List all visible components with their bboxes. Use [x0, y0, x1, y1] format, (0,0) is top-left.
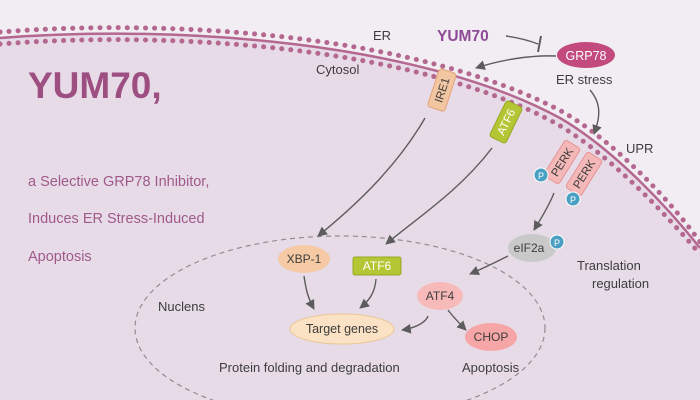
label-nucleus: Nuclens: [158, 299, 205, 314]
phospho-label-eif2a: P: [554, 238, 560, 248]
label-apoptosis: Apoptosis: [462, 360, 520, 375]
arrow-atf4-chop: [447, 309, 467, 331]
xbp1-node: [278, 245, 330, 273]
grp78-node: [557, 42, 615, 68]
target-genes-label: Target genes: [306, 322, 378, 336]
arrow-eif2a-atf4: [469, 255, 509, 276]
atf4-node: [417, 282, 463, 310]
subtitle-line-2: Induces ER Stress-Induced: [28, 211, 205, 227]
phospho-marker-perk-b: [565, 191, 581, 207]
atf6-membrane-receptor: ATF6: [489, 100, 523, 144]
label-protein-folding: Protein folding and degradation: [219, 360, 400, 375]
er-membrane-inner: [0, 37, 700, 257]
phospho-marker-perk-a: [533, 167, 549, 183]
eif2a-label: eIF2a: [514, 241, 545, 255]
subtitle-line-1: a Selective GRP78 Inhibitor,: [28, 174, 209, 190]
arrow-xbp1-target: [303, 275, 315, 310]
ire1-receptor: IRE1: [427, 68, 457, 112]
label-yum70: YUM70: [437, 28, 489, 45]
arrow-atf6-target: [359, 278, 377, 309]
atf6-nuclear-label: ATF6: [363, 259, 392, 273]
arrow-atf6-nuclear: [385, 147, 493, 245]
eif2a-node: [508, 234, 556, 262]
phospho-marker-eif2a: [549, 234, 565, 250]
arrow-yum70-grp78: [505, 35, 539, 45]
arrow-ire1-xbp1: [317, 117, 426, 237]
atf6-nuclear-node: [352, 256, 402, 276]
arrow-atf4-target: [401, 315, 429, 334]
label-upr: UPR: [626, 141, 653, 156]
xbp1-label: XBP-1: [287, 252, 322, 266]
arrow-perk-eif2a: [533, 192, 555, 231]
grp78-label: GRP78: [566, 49, 607, 63]
page-title: YUM70,: [28, 65, 162, 106]
inhibit-bar-grp78: [537, 35, 542, 53]
arrow-erstress-upr: [589, 89, 602, 135]
label-cytosol: Cytosol: [316, 62, 359, 77]
label-regulation: regulation: [592, 276, 649, 291]
label-er-stress: ER stress: [556, 72, 613, 87]
target-genes-node: [289, 313, 395, 345]
chop-node: [465, 323, 517, 351]
label-translation: Translation: [577, 258, 641, 273]
er-membrane: [0, 32, 700, 249]
phospho-label-perk-b: P: [570, 195, 576, 205]
nucleus-boundary: [134, 235, 546, 400]
er-membrane-outer: [0, 25, 700, 245]
chop-label: CHOP: [474, 330, 509, 344]
cytosol-region: [0, 33, 700, 400]
arrow-grp78-cytosol: [475, 55, 557, 70]
subtitle-line-3: Apoptosis: [28, 249, 92, 265]
phospho-label-perk-a: P: [538, 171, 544, 181]
atf4-label: ATF4: [426, 289, 455, 303]
label-er: ER: [373, 28, 391, 43]
